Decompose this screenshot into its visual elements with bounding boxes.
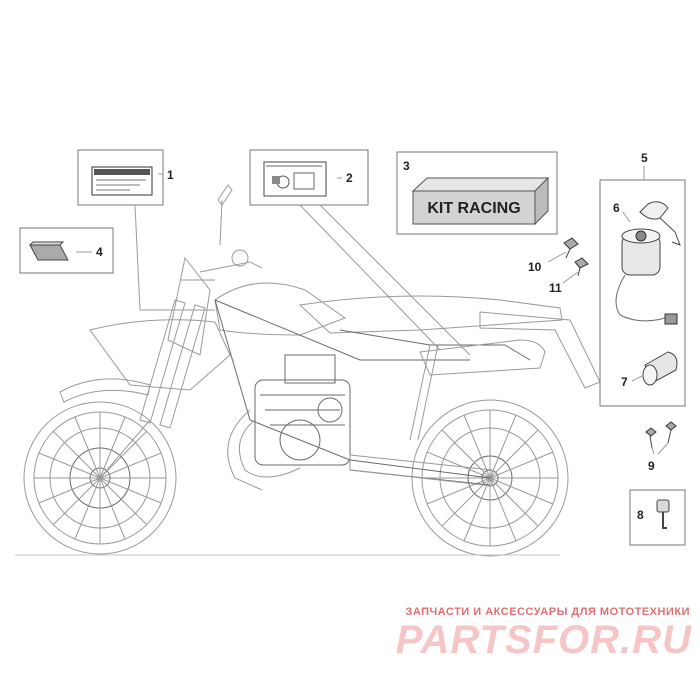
part-4-booklet <box>19 227 114 274</box>
callout-10: 10 <box>528 260 542 274</box>
front-fender <box>59 378 151 403</box>
callout-6: 6 <box>613 201 620 215</box>
callout-2: 2 <box>346 171 353 185</box>
front-fork <box>99 279 215 479</box>
part-10-screw <box>547 237 579 263</box>
part-7-lock <box>631 351 678 386</box>
callout-9: 9 <box>648 459 655 473</box>
callout-11: 11 <box>549 281 562 295</box>
watermark-tagline: ЗАПЧАСТИ И АКСЕССУАРЫ ДЛЯ МОТОТЕХНИКИ <box>405 606 690 618</box>
part-3-kit-racing: KIT RACING <box>396 151 558 235</box>
part-1-label-sticker <box>77 149 215 311</box>
part-8-key <box>629 489 686 546</box>
callout-4: 4 <box>96 245 103 259</box>
headlight-plate <box>167 256 211 356</box>
part-11-screw <box>562 257 589 284</box>
part-2-emission-sticker <box>249 149 471 356</box>
callout-7: 7 <box>621 375 628 389</box>
part-9-bolts <box>645 421 677 455</box>
rear-fender <box>479 311 601 389</box>
kit-racing-label: KIT RACING <box>427 200 520 217</box>
seat <box>298 295 563 334</box>
watermark-logo: PARTSFOR.RU <box>395 618 692 662</box>
callout-8: 8 <box>637 508 644 522</box>
radiator-shroud <box>89 319 231 391</box>
engine <box>254 354 351 466</box>
callout-1: 1 <box>167 168 174 182</box>
swingarm <box>349 344 493 487</box>
motorcycle-drawing <box>15 184 601 557</box>
callout-labels: 1 2 3 4 5 6 7 8 9 10 11 <box>96 151 655 522</box>
part-6-ignition-switch <box>615 201 681 325</box>
callout-5: 5 <box>641 151 648 165</box>
callout-3: 3 <box>403 159 410 173</box>
exhaust <box>227 339 546 491</box>
handlebar <box>199 184 263 273</box>
fuel-tank <box>214 282 347 336</box>
frame <box>214 299 531 486</box>
